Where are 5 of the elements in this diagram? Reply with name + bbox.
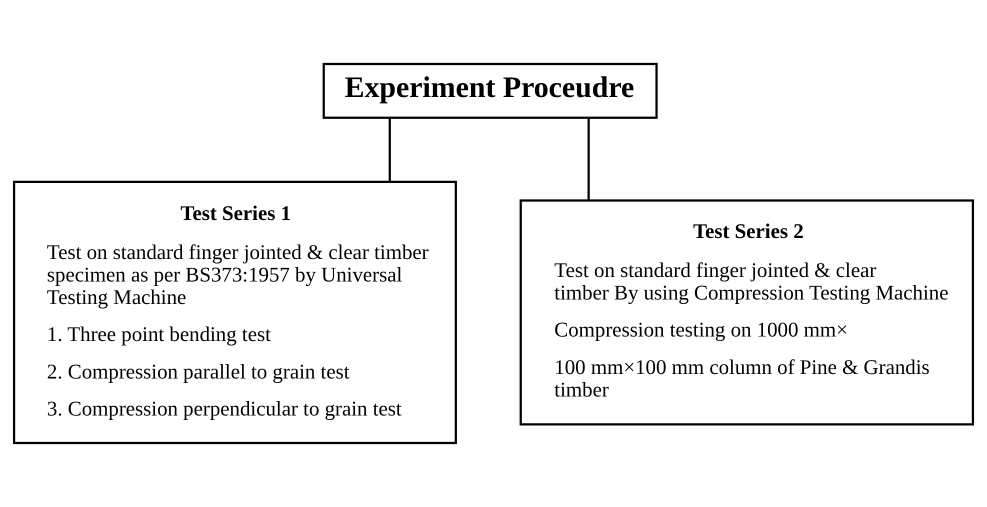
node-box: Experiment Proceudre (322, 62, 658, 119)
node-box: Test Series 2 Test on standard finger jointed & clear timber By using Compression Testing Machine Compression testing on 1000 mm× 100 mm×100 mm column of Pine & Grandis timber (520, 199, 974, 426)
connector (588, 118, 590, 200)
connector (388, 118, 391, 182)
node-box: Test Series 1 Test on standard finger jointed & clear timber specimen as per BS373:1957 by Universal Testing Machine 1. Three point bending test 2. Compression parallel to grain test 3. Compression perpendicular to grain test (12, 180, 457, 444)
